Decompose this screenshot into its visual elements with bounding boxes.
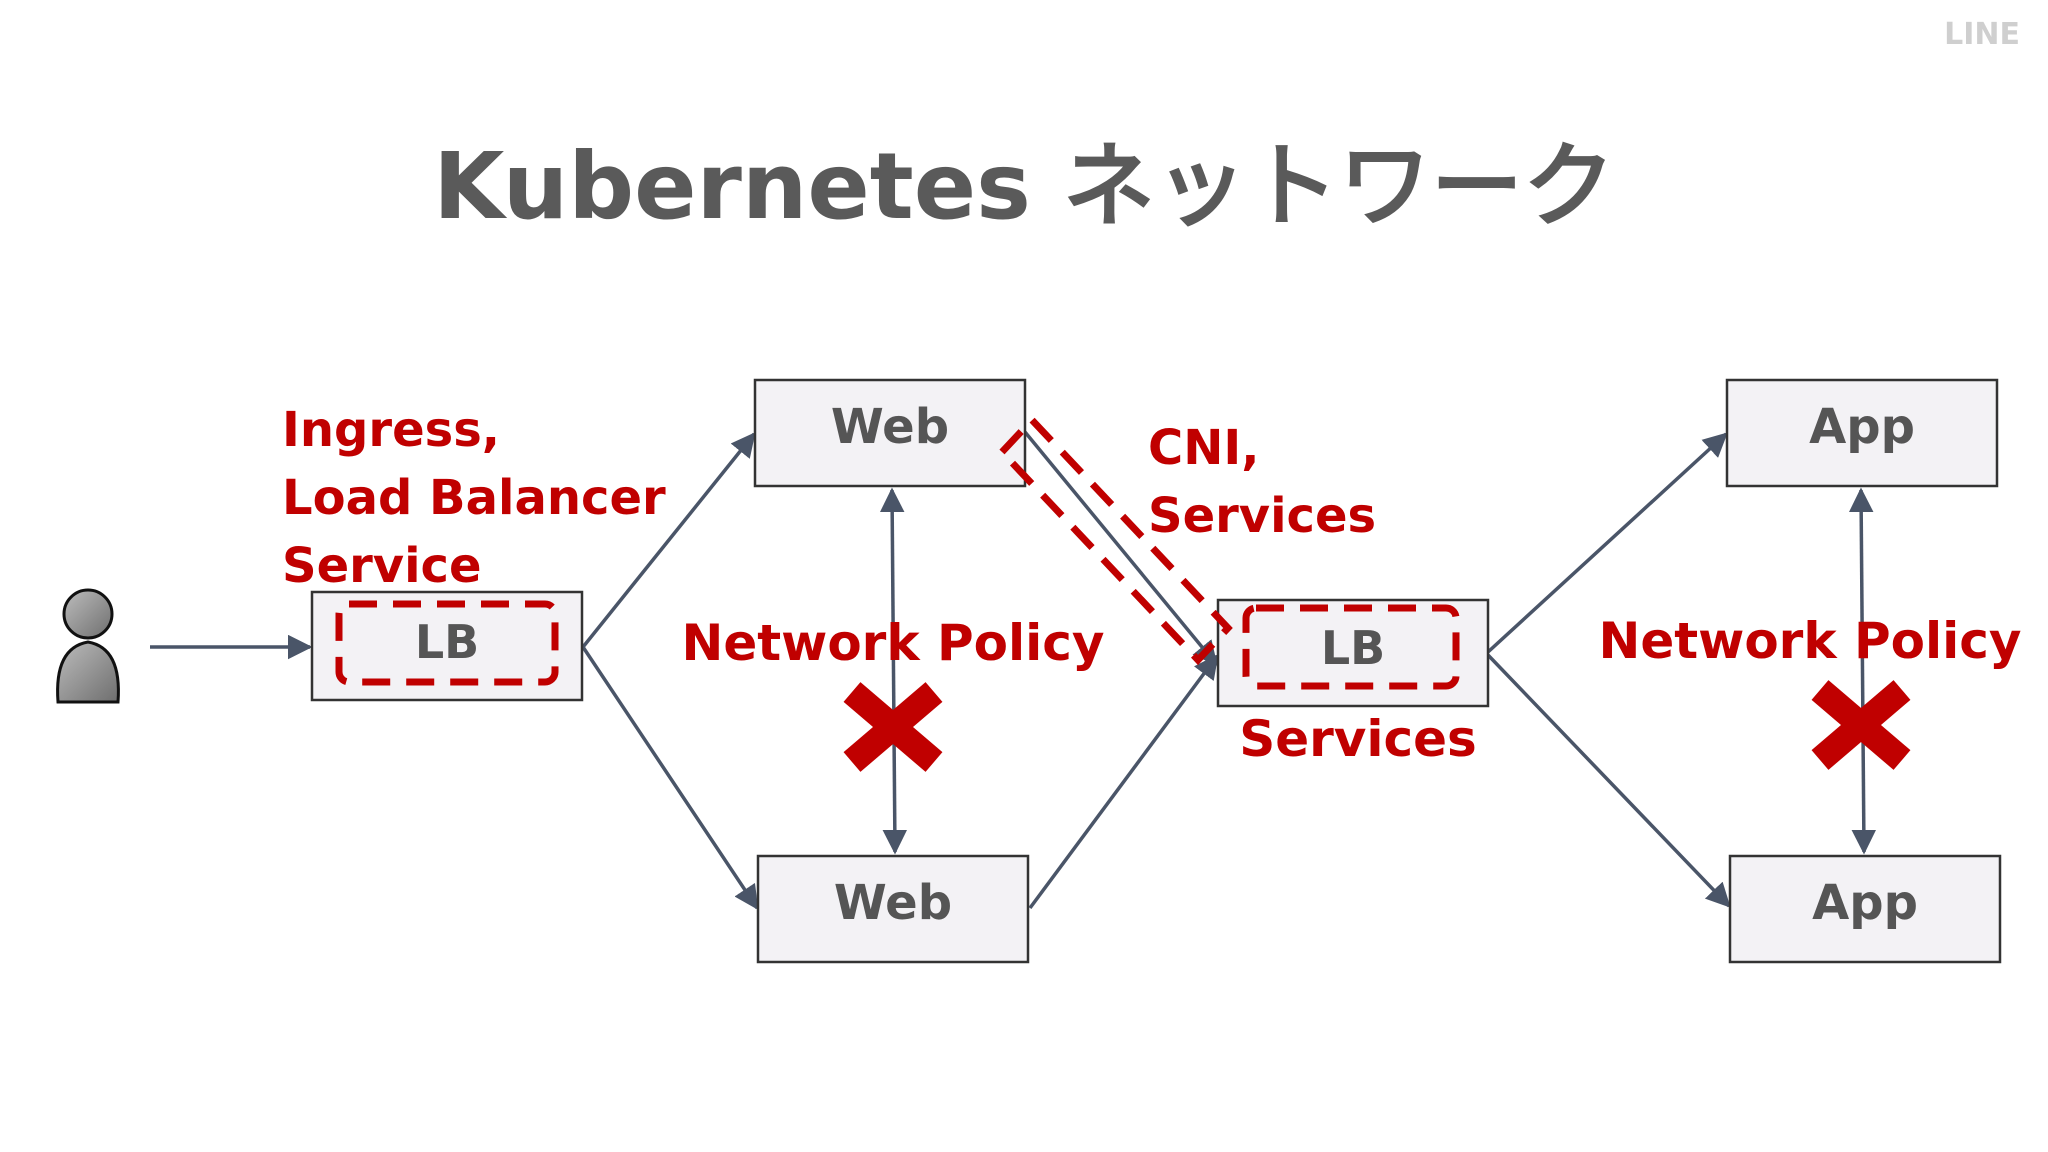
arrow-lb-to-web-top bbox=[581, 432, 756, 649]
watermark-logo: LINE bbox=[1944, 17, 2020, 52]
user-icon bbox=[56, 588, 120, 704]
highlight-ingress bbox=[335, 600, 559, 686]
label-ingress-line2: Load Balancer bbox=[282, 470, 666, 526]
node-label: LB bbox=[415, 615, 479, 669]
arrow-web-bottom-to-lb-mid bbox=[1028, 654, 1219, 910]
arrow-lb-mid-to-app-bottom bbox=[1486, 653, 1731, 908]
page-title: Kubernetes ネットワーク bbox=[433, 133, 1615, 240]
node-label: Web bbox=[831, 399, 949, 455]
blocked-icon-left bbox=[843, 682, 943, 772]
highlights bbox=[335, 414, 1460, 690]
arrow-web-bidirectional bbox=[879, 487, 908, 855]
highlight-cni bbox=[997, 414, 1233, 666]
node-label: App bbox=[1812, 875, 1918, 931]
label-network-policy-right: Network Policy bbox=[1598, 612, 2021, 670]
arrow-lb-to-web-bottom bbox=[581, 646, 759, 911]
arrow-lb-mid-to-app-top bbox=[1486, 432, 1728, 654]
node-lb-mid: LB bbox=[1216, 598, 1490, 708]
label-ingress-line3: Service bbox=[282, 538, 482, 594]
label-network-policy-left: Network Policy bbox=[681, 614, 1104, 672]
label-cni-line2: Services bbox=[1148, 488, 1376, 544]
node-app-bottom: App bbox=[1728, 854, 2002, 964]
node-label: Web bbox=[834, 875, 952, 931]
node-label: LB bbox=[1321, 621, 1385, 675]
node-label: App bbox=[1809, 399, 1915, 455]
connectors bbox=[150, 430, 1877, 911]
node-lb-left: LB bbox=[310, 590, 584, 702]
label-cni-line1: CNI, bbox=[1148, 420, 1260, 476]
arrow-app-bidirectional bbox=[1848, 487, 1877, 855]
label-services-mid: Services bbox=[1239, 710, 1477, 768]
node-app-top: App bbox=[1725, 378, 1999, 488]
label-ingress-line1: Ingress, bbox=[282, 402, 500, 458]
node-web-top: Web bbox=[753, 378, 1027, 488]
arrow-web-top-to-lb-mid bbox=[1023, 430, 1218, 666]
highlight-services bbox=[1242, 604, 1460, 690]
blocked-icon-right bbox=[1811, 680, 1911, 770]
node-web-bottom: Web bbox=[756, 854, 1030, 964]
